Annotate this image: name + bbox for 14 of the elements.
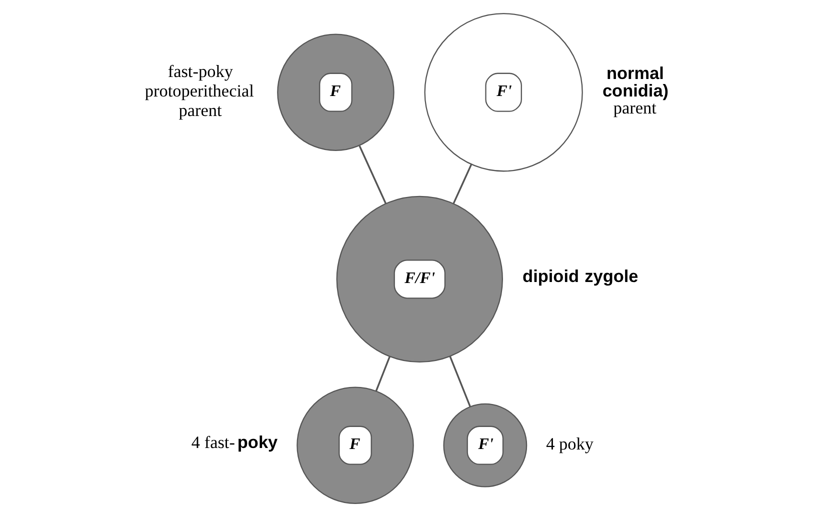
node-label: normal conidia) parent <box>602 62 669 118</box>
connector <box>358 145 387 204</box>
node-circle: F' <box>443 402 528 487</box>
node-circle: F' <box>424 12 583 172</box>
node-circle: F <box>277 33 394 150</box>
connector <box>449 356 471 406</box>
connector <box>452 163 472 204</box>
node-circle: F <box>296 386 414 504</box>
connector <box>375 356 391 391</box>
node-label: 4 poky <box>546 434 594 453</box>
node-label: fast-poky protoperithecial parent <box>144 61 254 120</box>
node-label: 4 fast-poky <box>191 432 278 452</box>
node-label: dipioid zygole <box>522 266 638 286</box>
node-circle: F/F' <box>336 195 503 362</box>
